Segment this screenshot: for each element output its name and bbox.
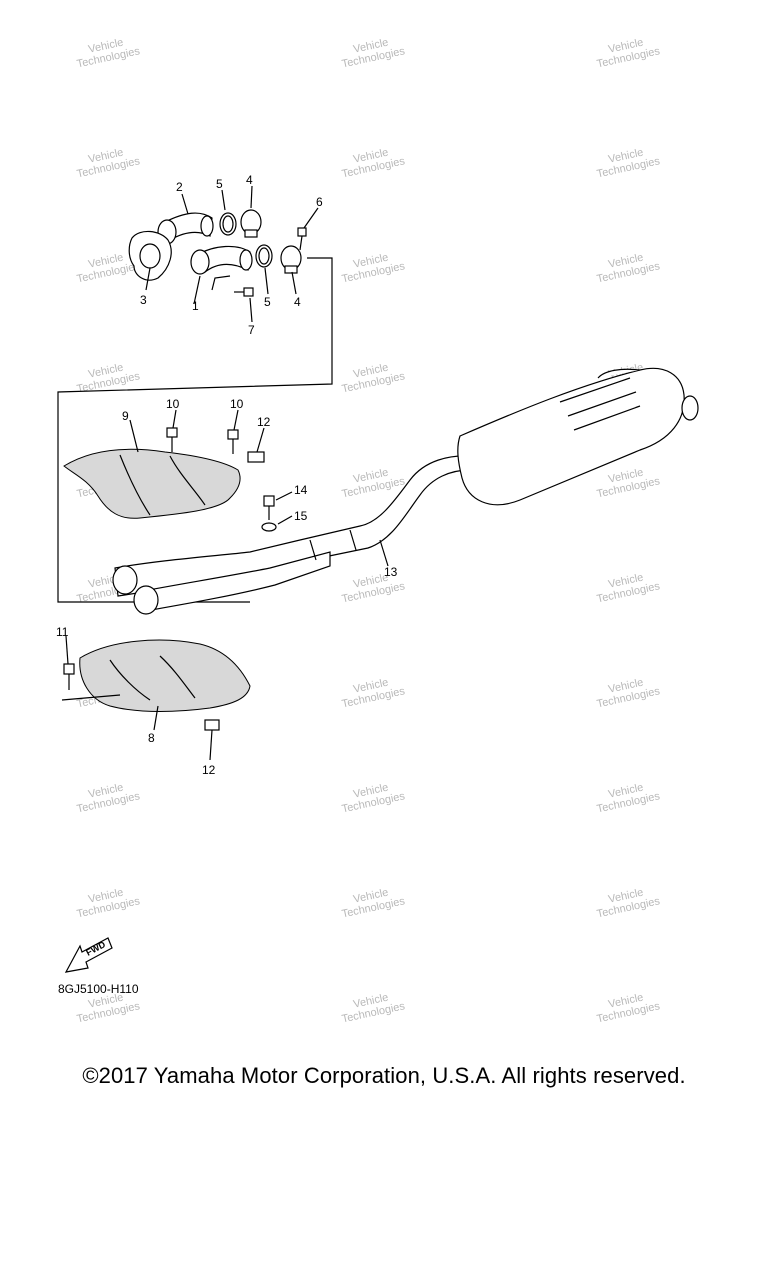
protector-8	[79, 639, 251, 712]
gasket-5-upper	[219, 212, 237, 236]
fwd-arrow-icon: FWD	[64, 937, 113, 973]
callout-13: 13	[384, 565, 398, 579]
clip-12-lower	[204, 719, 220, 731]
leader-line	[211, 275, 231, 291]
muffler	[457, 367, 699, 506]
gasket-5-lower	[255, 244, 273, 268]
callout-leaders	[65, 185, 389, 761]
heat-protector-9	[63, 448, 241, 519]
callout-12-lower: 12	[202, 763, 216, 777]
callout-11: 11	[56, 625, 69, 639]
callout-3: 3	[140, 293, 147, 307]
bolt-11	[63, 663, 75, 690]
callout-12-upper: 12	[257, 415, 271, 429]
exhaust-pipe-13	[112, 455, 471, 615]
callout-7: 7	[248, 323, 255, 337]
callout-4-lower: 4	[294, 295, 301, 309]
bolt-6	[297, 227, 307, 251]
diagram-code: 8GJ5100-H110	[58, 982, 139, 996]
callout-1: 1	[192, 299, 199, 313]
callout-5-lower: 5	[264, 295, 271, 309]
callout-5-upper: 5	[216, 177, 223, 191]
callout-14: 14	[294, 483, 308, 497]
callout-10-right: 10	[230, 397, 244, 411]
clamp-4-lower	[280, 245, 302, 274]
copyright-text: ©2017 Yamaha Motor Corporation, U.S.A. A…	[82, 1063, 686, 1088]
bolt-7	[234, 287, 254, 297]
bolt-14	[263, 495, 275, 520]
clamp-4-upper	[240, 209, 262, 238]
callout-15: 15	[294, 509, 308, 523]
bolt-10-right	[227, 429, 239, 454]
callout-8: 8	[148, 731, 155, 745]
exhaust-pipe-1	[190, 245, 253, 275]
gasket-3	[128, 230, 172, 281]
bolt-10-left	[166, 427, 178, 452]
washer-15	[261, 522, 277, 532]
callout-labels: 1 2 3 4 4 5 5 6 7 8 9 10 10 11 12 12 13 …	[56, 173, 398, 777]
group-bracket-line	[57, 257, 333, 603]
callout-9: 9	[122, 409, 129, 423]
callout-10-left: 10	[166, 397, 180, 411]
callout-2: 2	[176, 180, 183, 194]
leader-line	[61, 694, 121, 701]
callout-6: 6	[316, 195, 323, 209]
callout-4-upper: 4	[246, 173, 253, 187]
clip-12-upper	[247, 451, 265, 463]
